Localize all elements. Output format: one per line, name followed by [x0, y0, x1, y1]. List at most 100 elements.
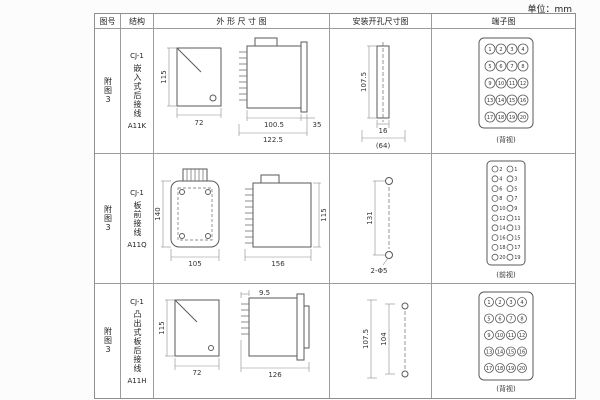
svg-text:9: 9: [487, 333, 490, 339]
side-view: [244, 174, 311, 247]
dimension-lines: [361, 45, 405, 142]
dim-label: 107.5: [362, 329, 370, 349]
svg-text:12: 12: [519, 81, 525, 87]
svg-text:10: 10: [496, 333, 502, 339]
hole-callout: 2-Φ5: [370, 267, 387, 275]
svg-text:6: 6: [499, 64, 502, 70]
model-label: CJ-1: [130, 188, 144, 197]
svg-text:20: 20: [499, 255, 505, 261]
svg-text:7: 7: [514, 196, 517, 202]
view-caption: (背视): [496, 135, 516, 144]
dimension-lines: [366, 299, 395, 379]
svg-text:20: 20: [519, 115, 525, 121]
svg-text:4: 4: [521, 47, 524, 53]
model-label: CJ-1: [130, 52, 144, 60]
svg-text:8: 8: [499, 196, 502, 202]
svg-text:13: 13: [485, 349, 491, 355]
drill-holes: [384, 176, 393, 259]
front-view: [176, 47, 221, 107]
view-caption: (前视): [496, 270, 516, 279]
dim-label: 72: [192, 369, 201, 377]
outline-cell-row3: 115 72 9.5 126: [154, 284, 330, 398]
svg-text:3: 3: [509, 300, 512, 306]
dim-label: 115: [320, 208, 328, 221]
svg-text:10: 10: [499, 206, 505, 212]
dimension-lines: [372, 180, 388, 265]
svg-text:15: 15: [514, 235, 520, 241]
model-label: CJ-1: [130, 297, 144, 306]
structure-desc: 板前接线: [133, 200, 142, 237]
type-code: A11Q: [127, 240, 147, 249]
mounting-drawing-row1: 107.5 16 (64): [360, 42, 405, 150]
dim-label: 122.5: [262, 136, 282, 144]
outline-cell-row2: 140 105 156 115: [154, 154, 330, 284]
svg-text:15: 15: [508, 98, 514, 104]
svg-text:14: 14: [499, 225, 505, 231]
view-caption: (背视): [496, 384, 516, 393]
svg-text:5: 5: [487, 316, 490, 322]
type-code: A11H: [127, 376, 147, 385]
figure-cell-row1: 附图3: [95, 29, 121, 154]
dim-label: 72: [194, 119, 203, 127]
side-view: [240, 293, 309, 361]
outline-cell-row1: 115 72 100.5 122.5 35: [154, 29, 330, 154]
svg-text:6: 6: [499, 186, 502, 192]
dim-label: 35: [312, 121, 321, 129]
header-figure: 图号: [95, 14, 121, 29]
structure-desc: 嵌入式后接线: [133, 64, 142, 118]
svg-text:17: 17: [485, 366, 491, 372]
dim-label: 9.5: [259, 289, 270, 297]
svg-text:8: 8: [521, 64, 524, 70]
svg-text:8: 8: [520, 316, 523, 322]
dimension-lines: [160, 180, 321, 261]
figure-label: 附图3: [103, 204, 113, 233]
svg-text:4: 4: [499, 176, 502, 182]
structure-desc: 凸出式板后接线: [133, 309, 142, 373]
svg-text:1: 1: [487, 300, 490, 306]
dim-label: 156: [271, 260, 285, 268]
mounting-cell-row1: 107.5 16 (64): [330, 29, 432, 154]
mounting-cell-row2: 131 2-Φ5: [330, 154, 432, 284]
svg-text:18: 18: [497, 115, 503, 121]
svg-text:16: 16: [519, 98, 525, 104]
svg-text:2: 2: [499, 47, 502, 53]
svg-text:11: 11: [508, 81, 514, 87]
svg-text:19: 19: [508, 115, 514, 121]
svg-text:14: 14: [496, 349, 502, 355]
structure-cell-row1: CJ-1 嵌入式后接线 A11K: [121, 29, 154, 154]
outline-drawing-row3: 115 72 9.5 126: [158, 289, 309, 379]
svg-text:12: 12: [518, 333, 524, 339]
mounting-drawing-row3: 107.5 104: [362, 299, 408, 379]
svg-text:11: 11: [507, 333, 513, 339]
svg-text:9: 9: [514, 206, 517, 212]
outline-drawing-row2: 140 105 156 115: [155, 168, 328, 268]
cutout-outline: [376, 42, 389, 122]
svg-text:6: 6: [498, 316, 501, 322]
terminal-block-outline: [478, 291, 533, 381]
spec-table: 图号 结构 外 形 尺 寸 图 安装开孔尺寸图 端子图 附图3 CJ-1 嵌入式…: [94, 13, 576, 399]
structure-cell-row3: CJ-1 凸出式板后接线 A11H: [121, 284, 154, 398]
svg-text:15: 15: [507, 349, 513, 355]
header-structure: 结构: [121, 14, 154, 29]
svg-text:5: 5: [488, 64, 491, 70]
svg-text:2: 2: [499, 166, 502, 172]
svg-text:13: 13: [514, 225, 520, 231]
structure-cell-row2: CJ-1 板前接线 A11Q: [121, 154, 154, 284]
header-mounting: 安装开孔尺寸图: [330, 14, 432, 29]
terminal-block-outline: [486, 160, 525, 265]
unit-label: 单位：mm: [527, 5, 572, 15]
type-code: A11K: [127, 122, 147, 130]
svg-text:17: 17: [486, 115, 492, 121]
figure-label: 附图3: [103, 77, 113, 105]
svg-text:18: 18: [499, 245, 505, 251]
terminal-block-outline: [478, 37, 533, 129]
figure-cell-row2: 附图3: [95, 154, 121, 284]
front-view: [170, 168, 219, 247]
svg-text:2: 2: [498, 300, 501, 306]
svg-text:19: 19: [514, 255, 520, 261]
